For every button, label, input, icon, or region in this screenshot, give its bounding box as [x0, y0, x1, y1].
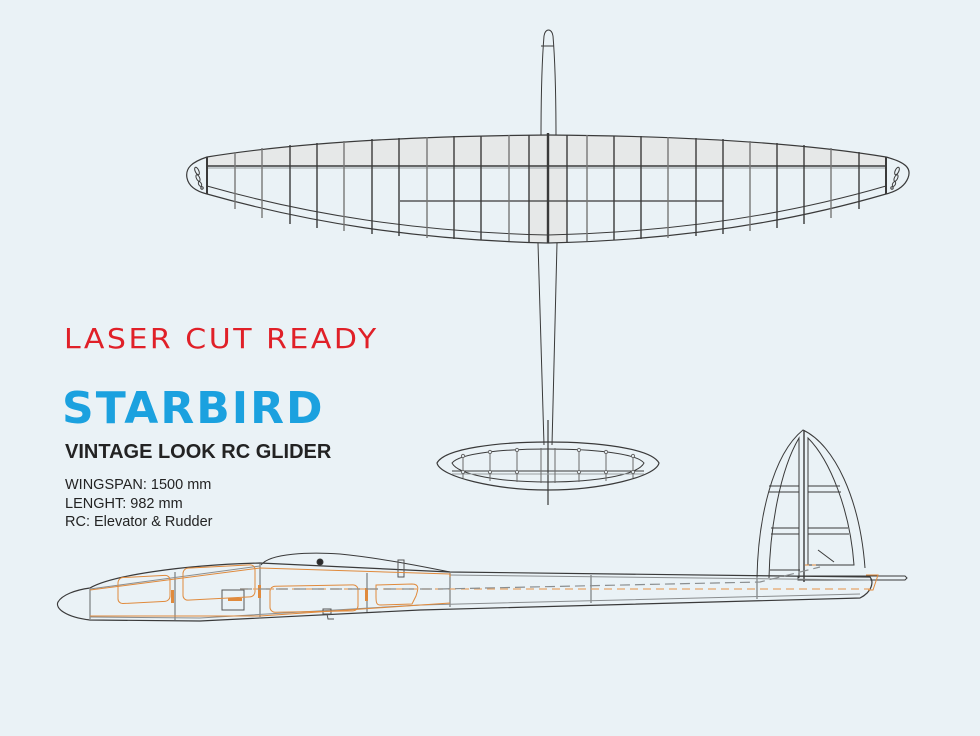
- fuselage-plan: [537, 29, 558, 505]
- canopy: [260, 552, 451, 573]
- top-view: [186, 29, 910, 505]
- spec-rc: RC: Elevator & Rudder: [65, 514, 213, 530]
- model-subtitle: VINTAGE LOOK RC GLIDER: [65, 441, 332, 463]
- spec-wingspan: WINGSPAN: 1500 mm: [65, 477, 212, 493]
- model-name-title: STARBIRD: [62, 383, 325, 434]
- vertical-fin: [756, 429, 908, 582]
- wingtip-holes-right: [890, 166, 900, 190]
- spec-length: LENGHT: 982 mm: [65, 495, 183, 512]
- wingtip-holes-left: [194, 166, 204, 190]
- fuselage-side: [56, 552, 873, 622]
- le-sheeting: [207, 135, 886, 166]
- main-wing-plan: [186, 133, 910, 244]
- side-view: [56, 429, 908, 622]
- laser-cut-ready-tagline: LASER CUT READY: [64, 323, 379, 356]
- pushrods: [240, 566, 870, 590]
- lightening-holes: [89, 564, 879, 617]
- stabilizer-view: [436, 441, 660, 491]
- fuselage-formers: [89, 564, 758, 620]
- wing-ribs: [206, 133, 887, 243]
- specs-list: WINGSPAN: 1500 mm LENGHT: 982 mm RC: Ele…: [65, 476, 212, 532]
